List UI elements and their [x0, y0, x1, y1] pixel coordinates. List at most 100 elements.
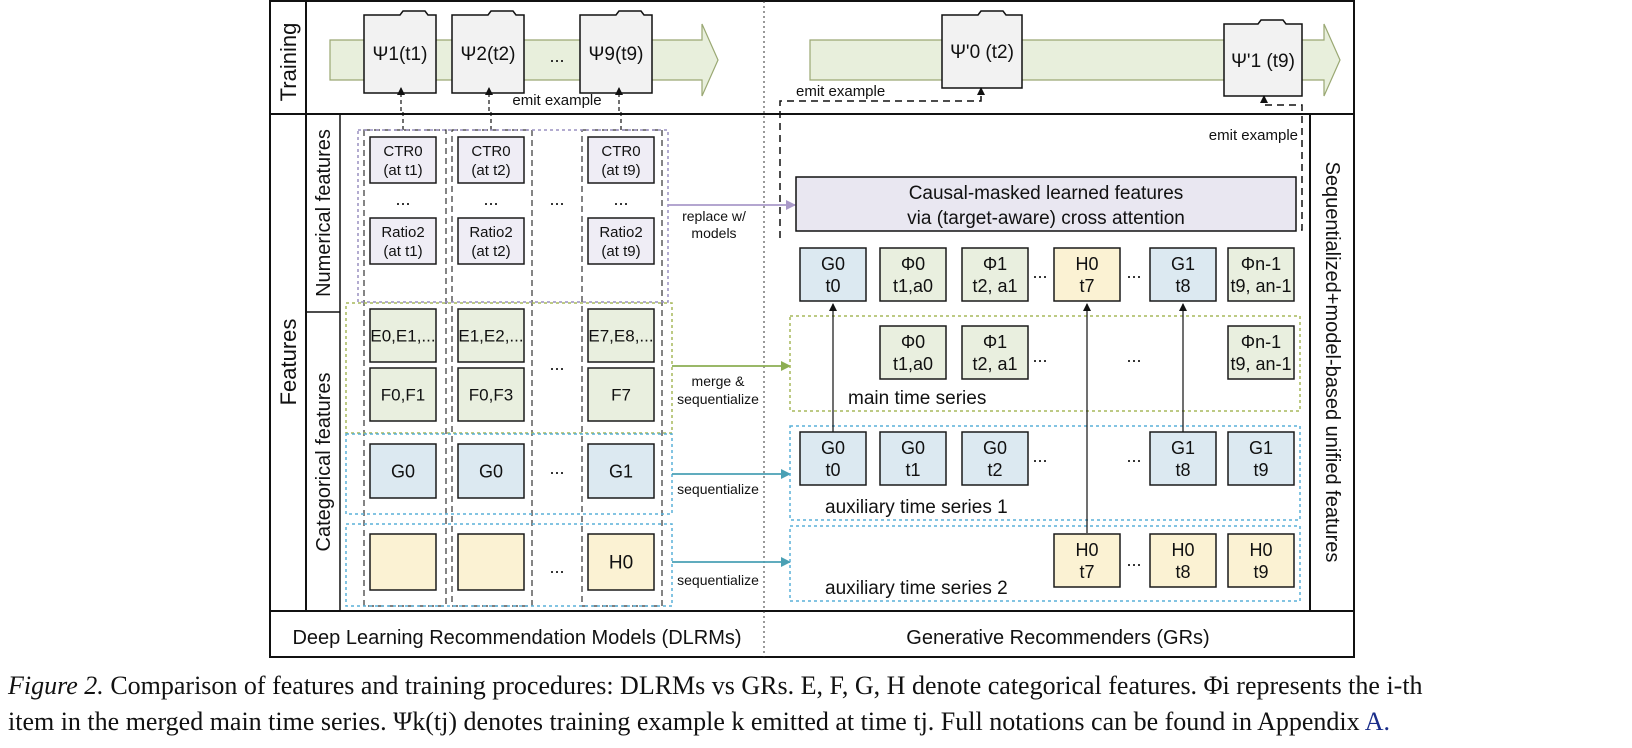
dlrm-e-cell-text-1: E1,E2,... [458, 326, 523, 345]
training-example-psi1-prime: Ψ'1 (t9) [1223, 19, 1303, 97]
dlrm-f-cell-text-1: F0,F1 [381, 385, 425, 404]
dlrm-h-cell [457, 533, 525, 591]
h-row-frame [345, 523, 673, 607]
dlrm-ctr-cell-text-1: CTR0 [383, 143, 422, 160]
aux-time-series-1-frame [789, 425, 1301, 521]
dlrm-cells: CTR0(at t1)... Ratio2 (at t1) E0,E1,... F0,F… [369, 136, 655, 591]
gr-aux1-cell-text-2: t8 [1175, 460, 1190, 480]
gr-top-cell-text-2: t2, a1 [972, 276, 1017, 296]
gr-aux2-cell-text-1: H0 [1249, 540, 1272, 560]
numerical-features-label: Numerical features [313, 129, 335, 297]
dlrm-ratio-cell-text-2: (at t2) [471, 243, 510, 260]
gr-main-cell: Φn-1t9, an-1 [1227, 325, 1295, 380]
numerical-row-frame [357, 129, 669, 303]
gr-aux1-cell-text-2: t1 [905, 460, 920, 480]
gr-top-cell-text-2: t8 [1175, 276, 1190, 296]
dlrm-g-cell-text-1: G0 [391, 461, 415, 481]
training-label: Training [276, 23, 301, 102]
dlrm-ctr-cell: CTR0(at t9) [587, 136, 655, 184]
training-example-psi1: Ψ1(t1) [363, 10, 437, 94]
dlrm-g-cell-text-1: G1 [609, 461, 633, 481]
gr-aux2-cell-text-2: t8 [1175, 562, 1190, 582]
aux-time-series-2-frame [789, 525, 1301, 602]
svg-text:Ψ2(t2): Ψ2(t2) [461, 44, 516, 65]
features-label: Features [276, 319, 301, 406]
caption-line-2: item in the merged main time series. Ψk(… [8, 704, 1628, 740]
gr-ellipses: ... ... ... ... ... ... ... [1032, 262, 1141, 570]
gr-top-cell-text-1: G0 [821, 254, 845, 274]
svg-text:via (target-aware) cross atten: via (target-aware) cross attention [907, 208, 1185, 229]
ef-row-frame [345, 302, 673, 434]
svg-text:Ψ'0 (t2): Ψ'0 (t2) [950, 42, 1014, 63]
gr-top-cell: Φn-1t9, an-1 [1227, 247, 1295, 302]
dlrm-e-cell: E7,E8,... [587, 308, 655, 363]
emit-arrows-left [397, 87, 623, 130]
dlrm-g-cell: G0 [369, 443, 437, 499]
gr-top-cell-text-1: Φn-1 [1241, 254, 1281, 274]
dlrm-ctr-cell-text-1: CTR0 [601, 143, 640, 160]
gr-main-cell-text-2: t2, a1 [972, 354, 1017, 374]
svg-text:Ψ9(t9): Ψ9(t9) [589, 44, 644, 65]
gr-top-cell-text-2: t0 [825, 276, 840, 296]
dlrm-footer-label: Deep Learning Recommendation Models (DLR… [292, 627, 741, 649]
merge-label-2: sequentialize [677, 391, 759, 407]
dlrm-f-cell: F0,F1 [369, 367, 437, 422]
svg-text:...: ... [549, 189, 564, 209]
dlrm-ratio-cell-text-2: (at t9) [601, 243, 640, 260]
frame [269, 0, 1355, 658]
dlrm-vertical-ellipsis: ... [395, 189, 410, 209]
dlrm-ratio-cell-text-1: Ratio2 [599, 224, 642, 241]
sequentialize-label-1: sequentialize [677, 481, 759, 497]
dlrm-g-cell: G0 [457, 443, 525, 499]
dlrm-ratio-cell: Ratio2 (at t9) [587, 217, 655, 265]
gr-top-cell-text-2: t1,a0 [893, 276, 933, 296]
dlrm-ratio-cell-text-1: Ratio2 [469, 224, 512, 241]
caption-text-1: Comparison of features and training proc… [110, 671, 1423, 700]
dlrm-ratio-cell-text-2: (at t1) [383, 243, 422, 260]
gr-footer-label: Generative Recommenders (GRs) [906, 627, 1209, 649]
svg-text:...: ... [549, 354, 564, 374]
svg-text:Causal-masked learned features: Causal-masked learned features [909, 183, 1184, 204]
dlrm-h-cell-text-1: H0 [609, 553, 633, 574]
gr-main-cell-text-1: Φn-1 [1241, 332, 1281, 352]
dlrm-ctr-cell: CTR0(at t1) [369, 136, 437, 184]
main-time-series-label: main time series [848, 388, 986, 409]
training-example-psi2: Ψ2(t2) [451, 10, 525, 94]
figure-caption: Figure 2. Comparison of features and tra… [8, 668, 1628, 740]
aux-time-series-1-label: auxiliary time series 1 [825, 497, 1008, 518]
dlrm-f-cell: F7 [587, 367, 655, 422]
emit-example-right-top-label: emit example [796, 83, 885, 100]
dlrm-e-cell: E1,E2,... [457, 308, 525, 363]
gr-aux2-cell-text-1: H0 [1075, 540, 1098, 560]
gr-aux1-cell-text-1: G1 [1171, 438, 1195, 458]
dlrm-ratio-cell-text-1: Ratio2 [381, 224, 424, 241]
training-example-psi9: Ψ9(t9) [579, 10, 653, 94]
merge-label-1: merge & [692, 373, 746, 389]
replace-label-2: models [691, 225, 736, 241]
gr-aux1-cell-text-1: G0 [901, 438, 925, 458]
dlrm-f-cell-text-1: F7 [611, 385, 631, 404]
svg-text:Ψ1(t1): Ψ1(t1) [373, 44, 428, 65]
gr-main-cell-text-1: Φ1 [983, 332, 1007, 352]
gr-aux2-cell-text-2: t9 [1253, 562, 1268, 582]
svg-text:...: ... [1032, 346, 1047, 366]
dlrm-e-cell: E0,E1,... [369, 308, 437, 363]
dlrm-ratio-cell: Ratio2 (at t1) [369, 217, 437, 265]
link-arrows [829, 303, 1187, 533]
dlrm-ellipses: ... ... ... ... [549, 189, 564, 577]
training-example-psi0-prime: Ψ'0 (t2) [941, 10, 1023, 89]
caption-appendix-link[interactable]: A. [1364, 707, 1390, 736]
dlrm-e-cell-text-1: E7,E8,... [588, 326, 653, 345]
gr-main-cell-text-2: t9, an-1 [1230, 354, 1291, 374]
dlrm-ctr-cell-text-1: CTR0 [471, 143, 510, 160]
gr-aux2-cell-text-1: H0 [1171, 540, 1194, 560]
training-ellipsis: ... [549, 46, 564, 66]
